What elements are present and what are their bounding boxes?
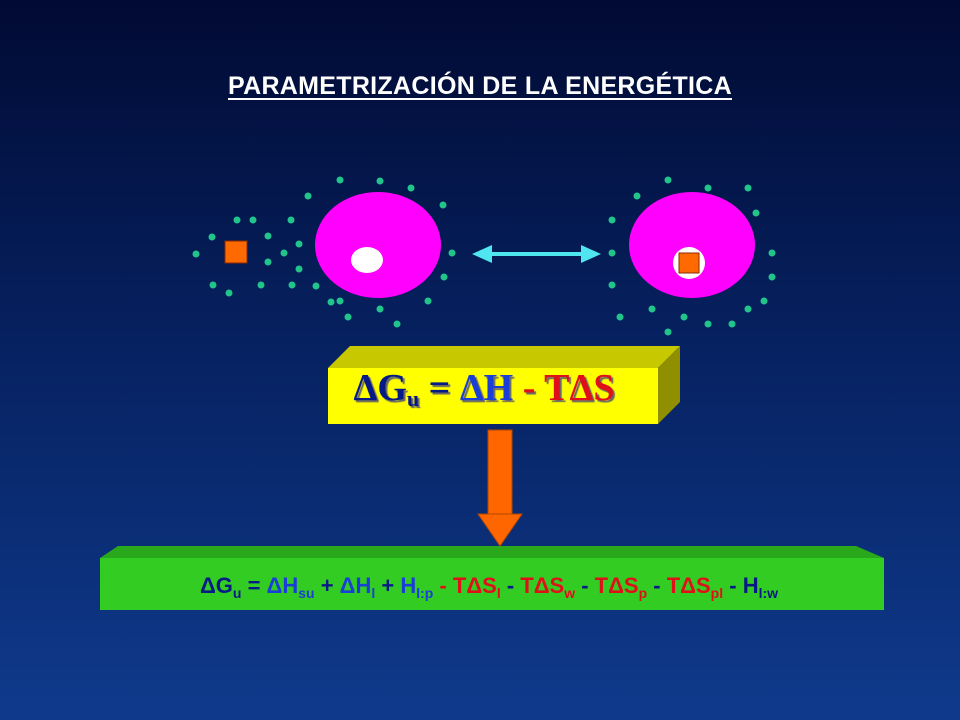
delta-g-term: ΔG <box>353 367 407 409</box>
plus-1: + <box>314 573 340 598</box>
bound-ligand <box>678 252 700 274</box>
dh-su-sub: su <box>298 585 315 601</box>
down-arrow <box>477 429 523 547</box>
h-lw-term: H <box>742 573 759 598</box>
dh-l-term: ΔH <box>339 573 372 598</box>
dh-l-sub: l <box>371 585 376 601</box>
tds-w-sub: w <box>564 585 576 601</box>
tds-pl-term: TΔS <box>666 573 711 598</box>
eq-sign: = <box>241 573 267 598</box>
main-equation-box <box>328 346 680 424</box>
expanded-equation: ΔGu = ΔHsu + ΔHl + Hl:p - TΔSl - TΔSw - … <box>104 573 874 601</box>
delta-h-term: ΔH <box>459 367 514 409</box>
main-equation: ΔGu = ΔH - TΔS <box>0 366 638 412</box>
binding-site-empty <box>351 247 383 273</box>
minus-5: - <box>723 573 743 598</box>
tds-p-term: TΔS <box>594 573 639 598</box>
double-headed-arrow <box>472 245 601 263</box>
tds-w-term: TΔS <box>520 573 565 598</box>
free-ligand <box>224 240 248 264</box>
dh-su-term: ΔH <box>266 573 299 598</box>
delta-g-subscript: u <box>406 386 420 411</box>
minus-1: - <box>433 573 453 598</box>
tds-l-sub: l <box>496 585 501 601</box>
page-title: PARAMETRIZACIÓN DE LA ENERGÉTICA <box>227 72 733 100</box>
h-lw-sub: l:w <box>758 585 779 601</box>
dg-term: ΔG <box>199 573 233 598</box>
tds-p-sub: p <box>638 585 648 601</box>
h-lp-sub: l:p <box>416 585 434 601</box>
tds-pl-sub: pl <box>710 585 724 601</box>
minus-3: - <box>575 573 595 598</box>
expanded-equation-band <box>100 546 884 610</box>
minus-2: - <box>500 573 521 598</box>
protein-bound <box>629 192 755 298</box>
dg-sub: u <box>232 585 242 601</box>
h-lp-term: H <box>400 573 417 598</box>
water-particles <box>192 176 776 336</box>
protein-free <box>315 192 441 298</box>
plus-2: + <box>375 573 401 598</box>
entropy-term: - TΔS <box>522 367 615 409</box>
equals-sign: = <box>428 367 451 409</box>
minus-4: - <box>647 573 667 598</box>
tds-l-term: TΔS <box>452 573 497 598</box>
